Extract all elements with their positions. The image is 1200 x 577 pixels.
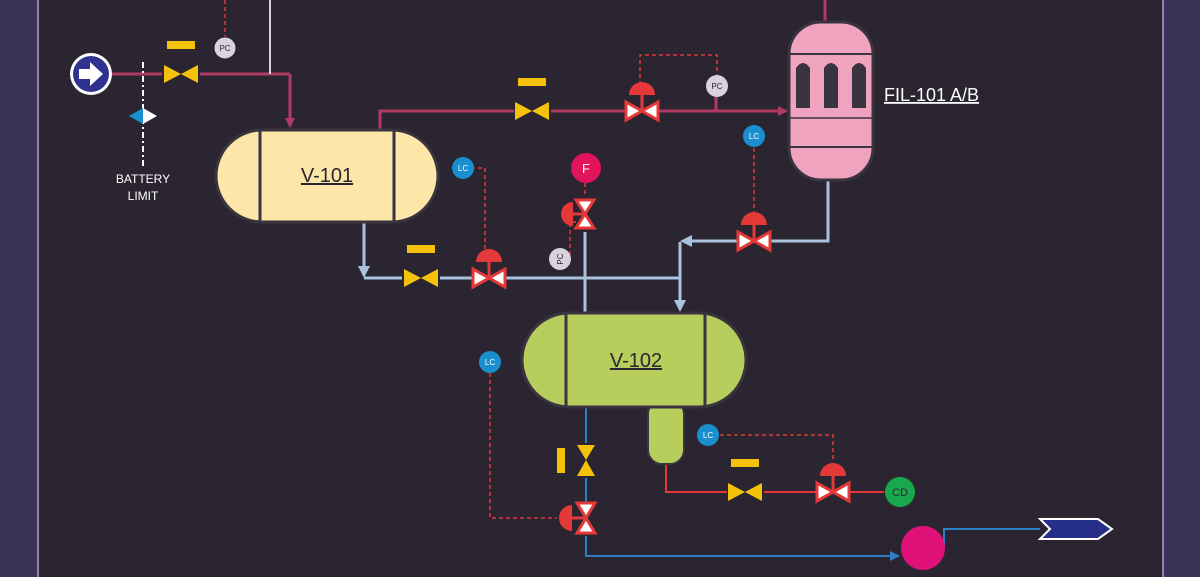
svg-text:F: F xyxy=(582,161,590,176)
svg-text:CD: CD xyxy=(892,487,908,499)
svg-text:PC: PC xyxy=(556,253,565,264)
drain-lines-red xyxy=(665,462,884,493)
lc-v101-instrument[interactable]: LC xyxy=(452,157,474,179)
pc-inlet-instrument[interactable]: PC xyxy=(213,36,237,60)
pc-filter-instrument[interactable]: PC xyxy=(706,75,728,97)
svg-text:LC: LC xyxy=(749,132,759,141)
filter-fil101-label: FIL-101 A/B xyxy=(884,85,979,105)
svg-text:LC: LC xyxy=(485,358,495,367)
vessel-v102[interactable]: V-102 xyxy=(520,311,748,465)
battery-limit-label-1: BATTERY xyxy=(116,172,170,186)
control-valve-level-v102[interactable] xyxy=(559,501,598,535)
outlet-arrow xyxy=(1037,518,1114,540)
svg-text:PC: PC xyxy=(711,82,722,91)
right-border-panel xyxy=(1163,0,1200,577)
svg-text:PC: PC xyxy=(219,44,230,53)
condensate-bubble[interactable]: CD xyxy=(885,477,915,507)
battery-limit-marker-icon xyxy=(129,108,157,124)
pc-v102-instrument[interactable]: PC xyxy=(549,248,571,270)
lc-boot-instrument[interactable]: LC xyxy=(697,424,719,446)
inlet-arrow xyxy=(70,53,112,95)
lc-v102-instrument[interactable]: LC xyxy=(479,351,501,373)
vessel-v101[interactable]: V-101 xyxy=(214,128,440,224)
control-valve-pressure-v102[interactable] xyxy=(561,198,597,230)
filter-fil101[interactable] xyxy=(787,20,875,182)
liquid-lines-light xyxy=(358,178,830,314)
svg-text:LC: LC xyxy=(458,164,468,173)
flow-element-instrument[interactable]: F xyxy=(571,153,601,183)
outlet-lines-blue xyxy=(585,406,1040,561)
lc-filter-instrument[interactable]: LC xyxy=(743,125,765,147)
left-border-panel xyxy=(0,0,38,577)
process-lines-red xyxy=(112,0,827,130)
vessel-v101-label: V-101 xyxy=(301,165,353,187)
vessel-v102-boot xyxy=(647,399,685,465)
svg-text:LC: LC xyxy=(703,431,713,440)
vessel-v102-label: V-102 xyxy=(610,350,662,372)
pump-icon[interactable] xyxy=(901,526,945,577)
gate-valve-v102-outlet[interactable] xyxy=(557,445,595,476)
battery-limit-label-2: LIMIT xyxy=(128,189,159,203)
